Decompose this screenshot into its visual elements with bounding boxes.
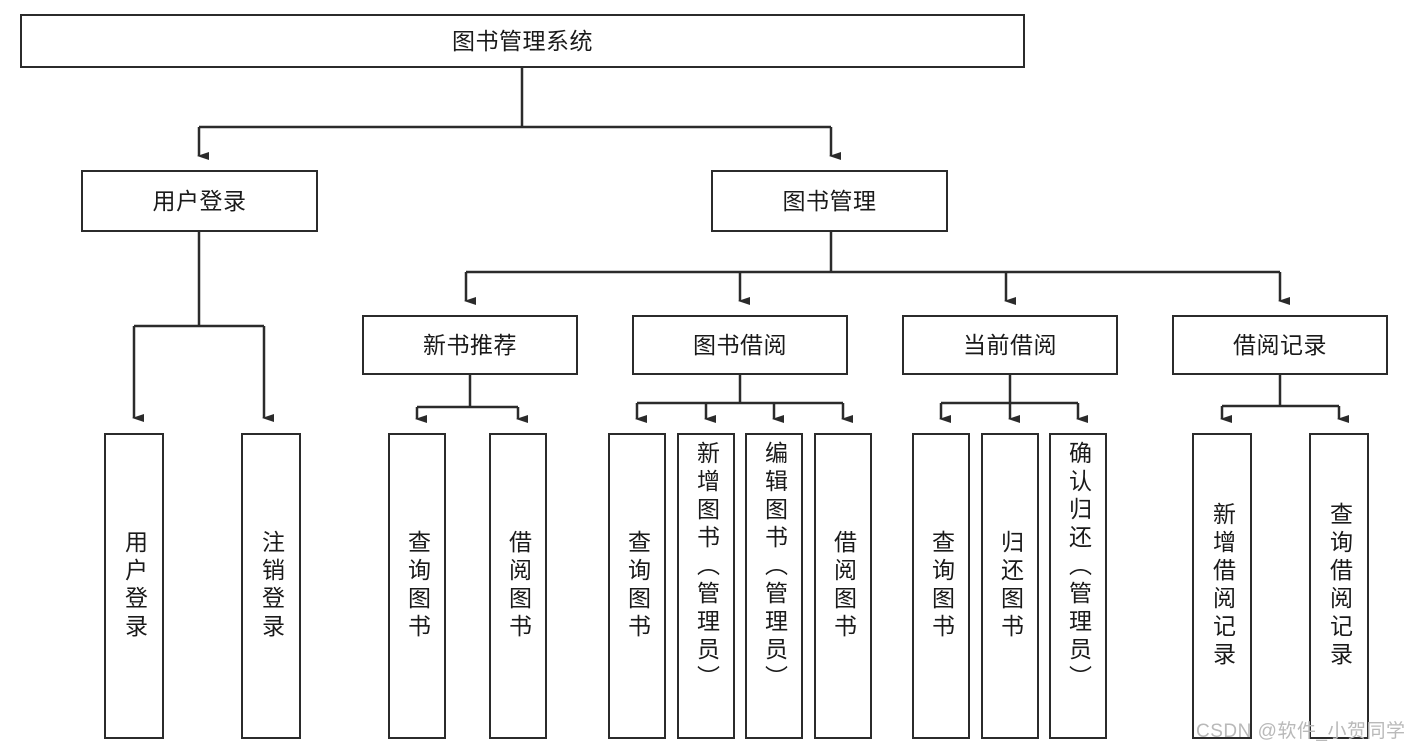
node-label: 查询借阅记录 bbox=[1326, 502, 1353, 670]
node-label: 注销登录 bbox=[258, 530, 285, 642]
node-leaf-add-book-admin[interactable]: 新增图书（管理员） bbox=[677, 433, 735, 739]
node-leaf-user-login[interactable]: 用户登录 bbox=[104, 433, 164, 739]
node-label: 图书管理 bbox=[782, 187, 877, 214]
node-label: 编辑图书（管理员） bbox=[761, 441, 788, 693]
node-label: 图书管理系统 bbox=[452, 27, 593, 54]
node-label: 新增图书（管理员） bbox=[693, 441, 720, 693]
node-label: 查询图书 bbox=[624, 530, 651, 642]
node-book-borrow[interactable]: 图书借阅 bbox=[632, 315, 848, 375]
node-new-book-recommend[interactable]: 新书推荐 bbox=[362, 315, 578, 375]
node-leaf-logout[interactable]: 注销登录 bbox=[241, 433, 301, 739]
node-label: 确认归还（管理员） bbox=[1065, 441, 1092, 693]
node-label: 用户登录 bbox=[152, 187, 247, 214]
node-leaf-edit-book-admin[interactable]: 编辑图书（管理员） bbox=[745, 433, 803, 739]
node-leaf-query-borrow-record[interactable]: 查询借阅记录 bbox=[1309, 433, 1369, 739]
node-book-management[interactable]: 图书管理 bbox=[711, 170, 948, 232]
node-current-borrow[interactable]: 当前借阅 bbox=[902, 315, 1118, 375]
node-label: 新增借阅记录 bbox=[1209, 502, 1236, 670]
node-label: 图书借阅 bbox=[693, 331, 787, 358]
node-leaf-borrow-book-1[interactable]: 借阅图书 bbox=[489, 433, 547, 739]
node-user-login[interactable]: 用户登录 bbox=[81, 170, 318, 232]
node-label: 借阅图书 bbox=[830, 530, 857, 642]
node-label: 查询图书 bbox=[928, 530, 955, 642]
node-label: 归还图书 bbox=[997, 530, 1024, 642]
node-leaf-query-book-3[interactable]: 查询图书 bbox=[912, 433, 970, 739]
node-root-book-management-system[interactable]: 图书管理系统 bbox=[20, 14, 1025, 68]
node-label: 新书推荐 bbox=[423, 331, 517, 358]
node-leaf-confirm-return-admin[interactable]: 确认归还（管理员） bbox=[1049, 433, 1107, 739]
node-label: 当前借阅 bbox=[963, 331, 1057, 358]
node-leaf-return-book[interactable]: 归还图书 bbox=[981, 433, 1039, 739]
node-label: 借阅图书 bbox=[505, 530, 532, 642]
node-leaf-query-book-1[interactable]: 查询图书 bbox=[388, 433, 446, 739]
node-leaf-borrow-book-2[interactable]: 借阅图书 bbox=[814, 433, 872, 739]
csdn-watermark: CSDN @软件_小贺同学 bbox=[1196, 721, 1405, 742]
node-leaf-add-borrow-record[interactable]: 新增借阅记录 bbox=[1192, 433, 1252, 739]
node-label: 查询图书 bbox=[404, 530, 431, 642]
node-label: 借阅记录 bbox=[1233, 331, 1327, 358]
node-label: 用户登录 bbox=[121, 530, 148, 642]
node-leaf-query-book-2[interactable]: 查询图书 bbox=[608, 433, 666, 739]
node-borrow-record[interactable]: 借阅记录 bbox=[1172, 315, 1388, 375]
